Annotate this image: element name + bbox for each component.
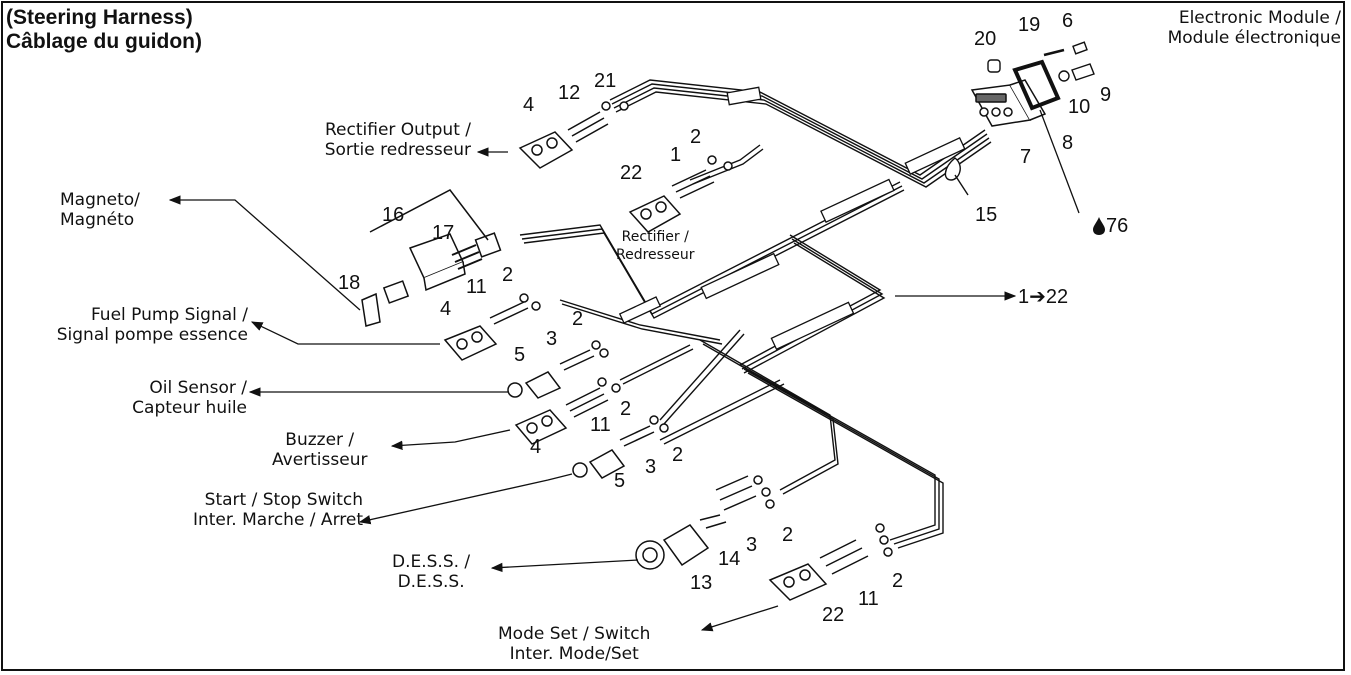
part-number: 2 (690, 126, 702, 148)
label-rectifier: Rectifier / Redresseur (616, 229, 695, 263)
drop-icon (1093, 217, 1105, 235)
part-number: 2 (782, 524, 794, 546)
part-number: 11 (858, 588, 879, 610)
lubricant-reference: 76 (1092, 215, 1128, 237)
part-number: 10 (1068, 96, 1091, 118)
connector-rectifier-output (518, 101, 629, 169)
part-number: 17 (432, 222, 455, 244)
small-parts (944, 41, 1095, 196)
part-number: 4 (440, 298, 452, 320)
part-number: 14 (718, 548, 741, 570)
part-number: 3 (746, 534, 758, 556)
part-number: 16 (382, 204, 405, 226)
connector-rectifier (628, 155, 733, 233)
label-fuel-pump-signal: Fuel Pump Signal / Signal pompe essence (56, 305, 248, 345)
part-number: 4 (530, 436, 542, 458)
electronic-module (970, 79, 1047, 127)
connector-dess (635, 475, 775, 570)
connector-magneto (361, 189, 502, 327)
diagram-title: (Steering Harness) Câblage du guidon) (6, 6, 202, 54)
part-number: 20 (974, 28, 997, 50)
connector-start-stop (572, 415, 669, 479)
label-oil-sensor: Oil Sensor / Capteur huile (132, 378, 247, 418)
label-magneto: Magneto/ Magnéto (60, 190, 140, 230)
module-bezel (1012, 59, 1061, 111)
part-number: 9 (1100, 84, 1112, 106)
part-number: 2 (572, 308, 584, 330)
connector-buzzer (514, 377, 621, 445)
part-number: 12 (558, 82, 581, 104)
wire-sleeves (618, 86, 966, 351)
part-number: 2 (502, 264, 514, 286)
title-line-2: Câblage du guidon) (6, 30, 202, 53)
label-electronic-module: Electronic Module / Module électronique (1167, 8, 1341, 48)
connector-oil-sensor (507, 340, 609, 399)
part-number: 22 (620, 162, 643, 184)
part-number: 4 (523, 94, 535, 116)
part-number: 2 (892, 570, 904, 592)
connector-mode-set (768, 523, 893, 601)
part-number: 3 (645, 456, 657, 478)
part-number: 6 (1062, 10, 1074, 32)
part-number: 3 (546, 328, 558, 350)
label-dess: D.E.S.S. / D.E.S.S. (392, 552, 471, 592)
title-line-1: (Steering Harness) (6, 6, 193, 29)
label-start-stop-switch: Start / Stop Switch Inter. Marche / Arre… (192, 490, 363, 530)
part-number: 1 (670, 144, 682, 166)
part-number: 2 (620, 398, 632, 420)
part-number: 11 (590, 414, 611, 436)
part-number: 11 (466, 276, 487, 298)
part-number: 2 (672, 444, 684, 466)
part-range-reference: 1➔22 (1018, 286, 1069, 308)
part-number: 8 (1062, 132, 1074, 154)
part-number: 18 (338, 272, 361, 294)
lubricant-number: 76 (1106, 215, 1129, 237)
part-number: 22 (822, 604, 845, 626)
connector-fuel-pump (443, 293, 541, 361)
part-number: 15 (975, 204, 998, 226)
callout-arrows (168, 109, 1080, 632)
part-number: 19 (1018, 14, 1041, 36)
part-number: 5 (514, 344, 526, 366)
part-number: 7 (1020, 146, 1032, 168)
part-number: 5 (614, 470, 626, 492)
label-mode-set-switch: Mode Set / Switch Inter. Mode/Set (498, 624, 651, 664)
part-number: 21 (594, 70, 617, 92)
label-rectifier-output: Rectifier Output / Sortie redresseur (324, 120, 471, 160)
part-number: 13 (690, 572, 713, 594)
label-buzzer: Buzzer / Avertisseur (272, 430, 368, 470)
